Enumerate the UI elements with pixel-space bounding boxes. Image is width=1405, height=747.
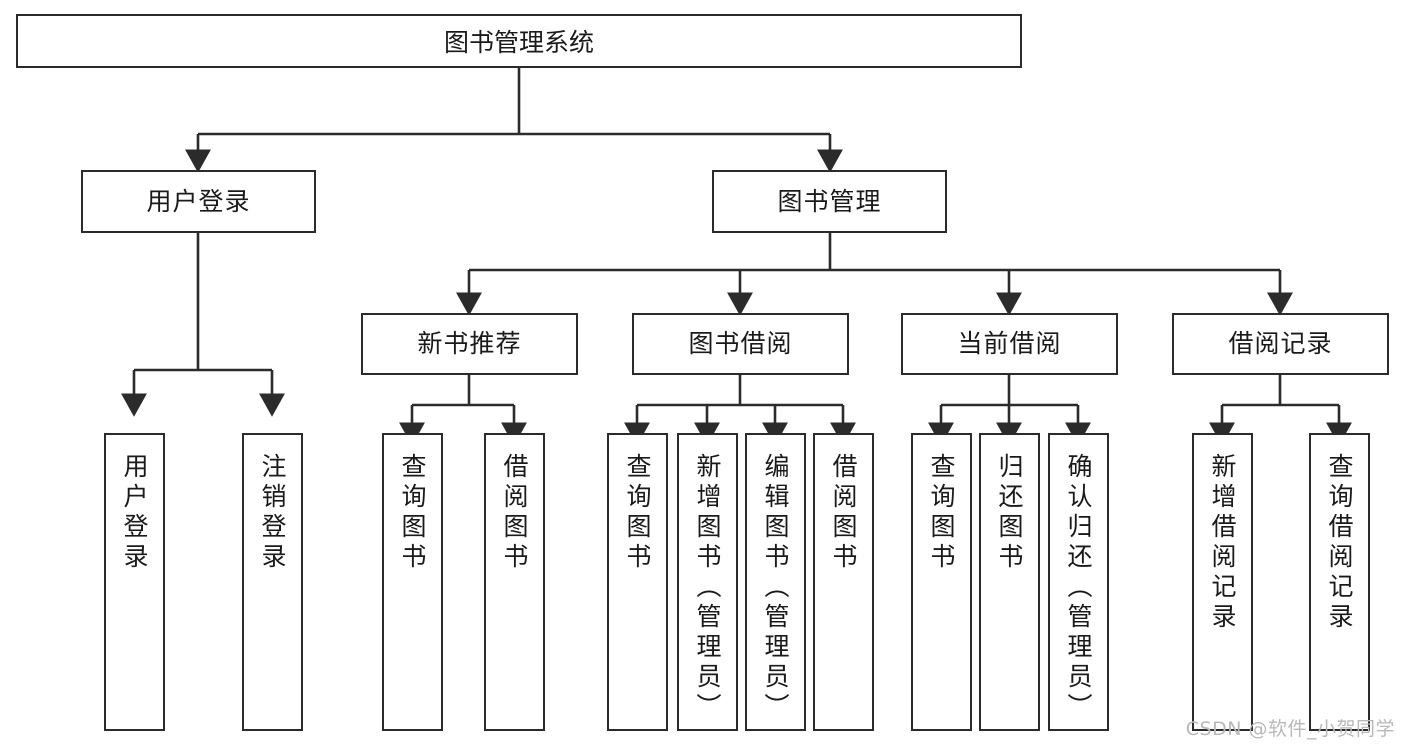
node-root-label: 图书管理系统 — [443, 28, 594, 57]
node-borrow-records-label: 借阅记录 — [1228, 329, 1333, 359]
node-current-borrow[interactable]: 当前借阅 — [901, 313, 1118, 375]
leaf-label: 注销登录 — [258, 453, 287, 573]
leaf-label: 确认归还（管理员） — [1064, 453, 1093, 723]
node-new-book-recommend-label: 新书推荐 — [417, 329, 522, 359]
leaf-new-books-borrow[interactable]: 借阅图书 — [484, 433, 545, 731]
node-book-management-label: 图书管理 — [777, 186, 882, 216]
leaf-book-borrow-borrow[interactable]: 借阅图书 — [813, 433, 874, 731]
node-user-login-label: 用户登录 — [146, 186, 251, 216]
leaf-label: 新增借阅记录 — [1208, 453, 1237, 633]
leaf-current-borrow-confirm-return[interactable]: 确认归还（管理员） — [1048, 433, 1109, 731]
leaf-new-books-query[interactable]: 查询图书 — [382, 433, 443, 731]
leaf-label: 查询图书 — [623, 453, 652, 573]
leaf-current-borrow-query[interactable]: 查询图书 — [911, 433, 972, 731]
leaf-label: 归还图书 — [995, 453, 1024, 573]
leaf-user-login-login[interactable]: 用户登录 — [104, 433, 165, 731]
leaf-label: 借阅图书 — [829, 453, 858, 573]
node-current-borrow-label: 当前借阅 — [957, 329, 1062, 359]
leaf-label: 编辑图书（管理员） — [761, 453, 790, 723]
node-book-management[interactable]: 图书管理 — [712, 170, 947, 233]
leaf-book-borrow-edit[interactable]: 编辑图书（管理员） — [745, 433, 806, 731]
leaf-user-login-logout[interactable]: 注销登录 — [242, 433, 303, 731]
leaf-book-borrow-query[interactable]: 查询图书 — [607, 433, 668, 731]
leaf-label: 查询图书 — [398, 453, 427, 573]
leaf-label: 借阅图书 — [500, 453, 529, 573]
leaf-current-borrow-return[interactable]: 归还图书 — [979, 433, 1040, 731]
node-new-book-recommend[interactable]: 新书推荐 — [361, 313, 578, 375]
leaf-borrow-records-add[interactable]: 新增借阅记录 — [1192, 433, 1253, 731]
node-user-login[interactable]: 用户登录 — [81, 170, 316, 233]
leaf-label: 查询图书 — [927, 453, 956, 573]
node-root[interactable]: 图书管理系统 — [16, 14, 1022, 68]
node-book-borrow[interactable]: 图书借阅 — [632, 313, 849, 375]
leaf-label: 用户登录 — [120, 453, 149, 573]
node-borrow-records[interactable]: 借阅记录 — [1172, 313, 1389, 375]
node-book-borrow-label: 图书借阅 — [688, 329, 793, 359]
leaf-label: 新增图书（管理员） — [693, 453, 722, 723]
leaf-book-borrow-add[interactable]: 新增图书（管理员） — [677, 433, 738, 731]
leaf-label: 查询借阅记录 — [1325, 453, 1354, 633]
leaf-borrow-records-query[interactable]: 查询借阅记录 — [1309, 433, 1370, 731]
